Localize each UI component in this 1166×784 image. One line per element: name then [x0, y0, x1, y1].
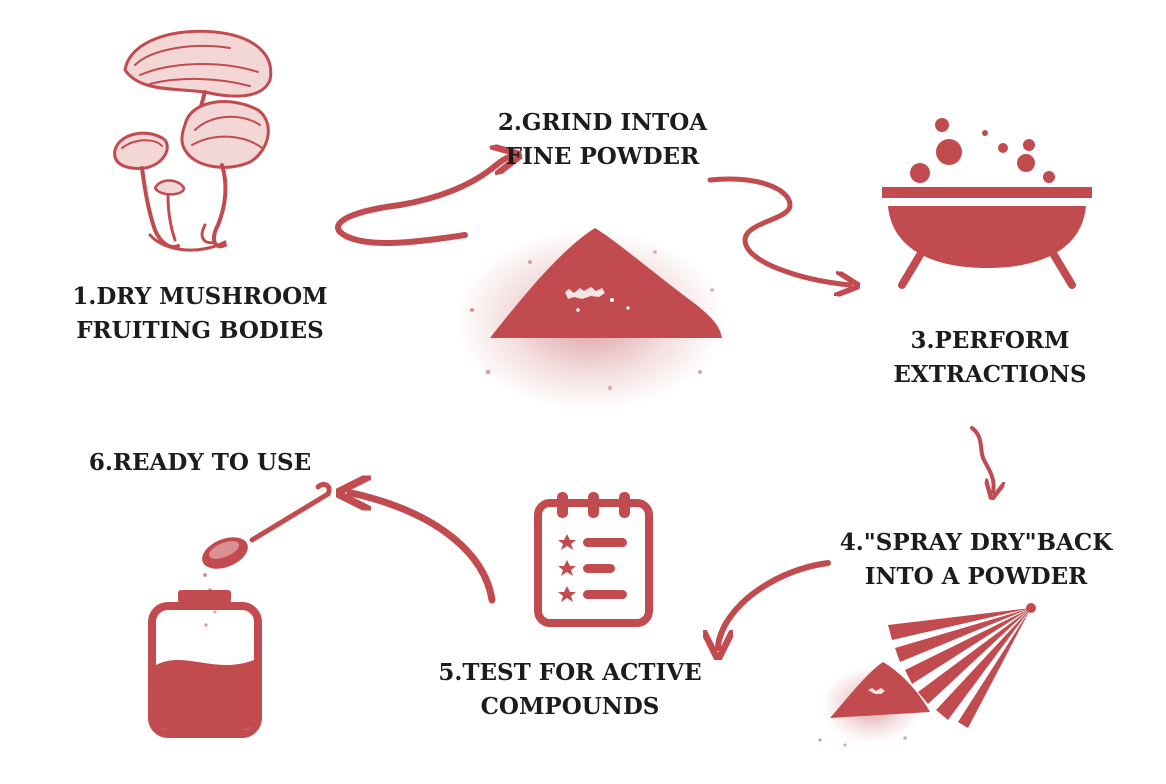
step-1-label: 1.DRY MUSHROOM FRUITING BODIES [60, 280, 340, 348]
step-4-line-1: 4."SPRAY DRY"BACK [839, 529, 1113, 556]
step-6-label: 6.READY TO USE [70, 446, 330, 480]
step-4-label: 4."SPRAY DRY"BACK INTO A POWDER [826, 526, 1126, 594]
bowl-icon [882, 118, 1092, 289]
step-3-line-2: EXTRACTIONS [893, 361, 1087, 388]
mushroom-icon [113, 29, 273, 252]
step-3-line-1: 3.PERFORM [910, 327, 1070, 354]
step-4-line-2: INTO A POWDER [864, 563, 1088, 590]
arrow-3-to-4 [970, 426, 994, 492]
arrow-5-to-6 [350, 493, 496, 604]
step-2-line-1: 2.GRIND INTOA [497, 109, 708, 136]
step-2-line-2: FINE POWDER [505, 143, 700, 170]
arrow-2-to-3 [707, 176, 850, 285]
step-1-line-1: 1.DRY MUSHROOM [72, 283, 328, 310]
powder-pile-icon [455, 228, 725, 410]
step-1-line-2: FRUITING BODIES [76, 317, 324, 344]
step-2-label: 2.GRIND INTOA FINE POWDER [480, 106, 725, 174]
jar-and-spoon-icon [148, 481, 332, 738]
step-3-label: 3.PERFORM EXTRACTIONS [880, 324, 1100, 392]
step-6-line-1: 6.READY TO USE [88, 449, 312, 476]
arrow-1-to-2 [335, 157, 510, 246]
checklist-icon [534, 492, 653, 627]
step-5-label: 5.TEST FOR ACTIVE COMPOUNDS [420, 656, 720, 724]
step-5-line-2: COMPOUNDS [480, 693, 660, 720]
arrow-4-to-5 [718, 560, 831, 648]
spray-fan-icon [818, 603, 1036, 747]
step-5-line-1: 5.TEST FOR ACTIVE [438, 659, 702, 686]
